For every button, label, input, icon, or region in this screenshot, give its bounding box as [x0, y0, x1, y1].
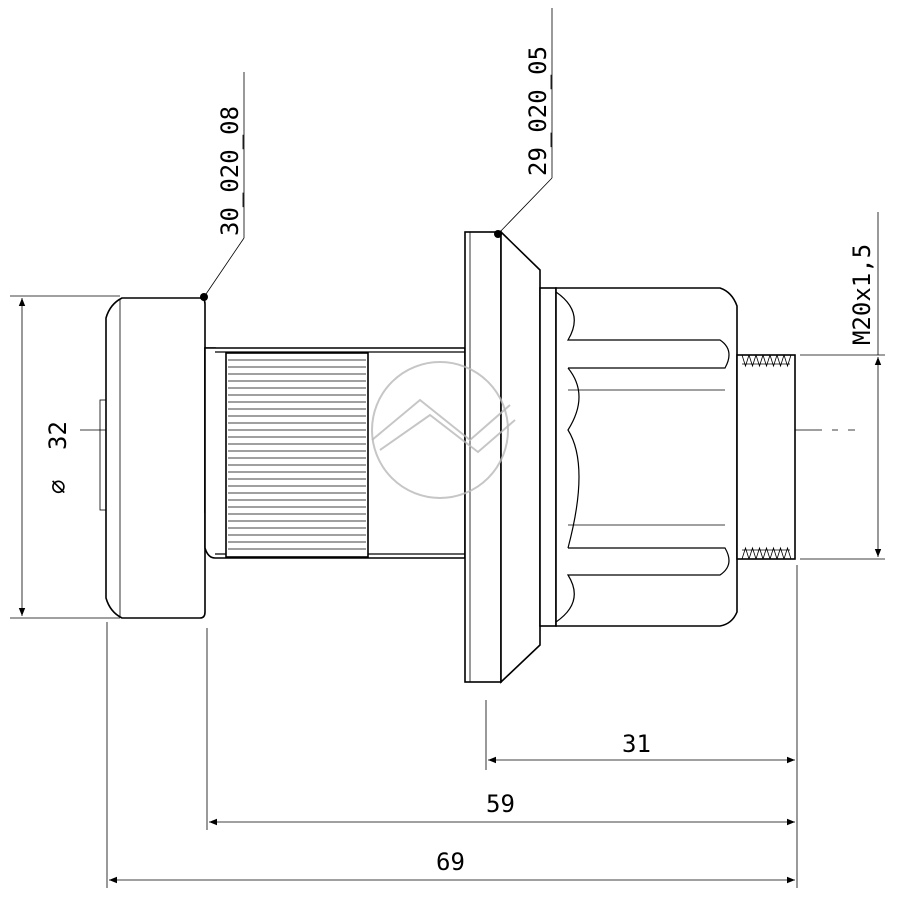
hex-nut: [539, 287, 738, 627]
flange-washer: [464, 230, 541, 684]
diameter-symbol: ⌀: [44, 480, 72, 494]
watermark-logo: [371, 361, 516, 499]
leader-nut: [494, 8, 553, 238]
dim-thread: [800, 212, 885, 560]
knurl-lines: [228, 359, 366, 550]
dim-label-32: 32: [44, 421, 72, 450]
thread-lines: [741, 354, 792, 560]
thread-tooth: [776, 546, 785, 560]
bolt-head: [99, 297, 206, 619]
leader-bolt: [200, 72, 245, 301]
dim-label-31: 31: [622, 730, 651, 758]
thread-tooth: [741, 546, 750, 560]
thread-end: [736, 354, 796, 560]
thread-tooth: [769, 354, 778, 368]
thread-tooth: [741, 354, 750, 368]
thread-tooth: [762, 354, 771, 368]
bolt-shank: [204, 347, 466, 559]
thread-tooth: [748, 546, 757, 560]
dim-label-59: 59: [486, 790, 515, 818]
thread-tooth: [755, 354, 764, 368]
dim-label-69: 69: [436, 848, 465, 876]
dim-label-thread: M20x1,5: [848, 244, 876, 345]
thread-tooth: [755, 546, 764, 560]
dim-diameter-32: [10, 295, 120, 619]
thread-tooth: [748, 354, 757, 368]
thread-tooth: [783, 546, 792, 560]
thread-tooth: [776, 354, 785, 368]
thread-tooth: [783, 354, 792, 368]
part-label-nut: 29_020_05: [524, 46, 552, 176]
thread-tooth: [769, 546, 778, 560]
part-label-bolt: 30_020_08: [216, 106, 244, 236]
thread-tooth: [762, 546, 771, 560]
